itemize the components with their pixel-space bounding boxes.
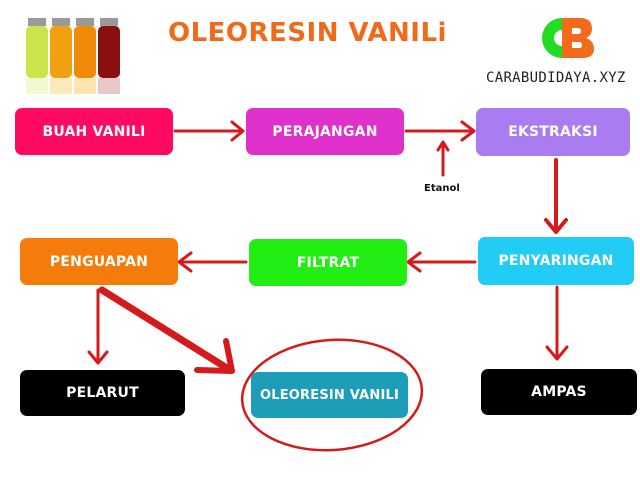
node-label: EKSTRAKSI [508,124,598,140]
node-label: AMPAS [531,384,587,400]
node-label: PENGUAPAN [49,253,149,270]
node-label: OLEORESIN VANILI [259,387,400,403]
node-filtrat: FILTRAT [249,239,407,286]
node-label: PERAJANGAN [272,123,378,140]
node-label: PELARUT [66,385,139,401]
node-label: FILTRAT [296,254,360,271]
page-title: OLEORESIN VANILi [168,18,447,48]
node-label: BUAH VANILI [42,123,146,140]
node-pelarut: PELARUT [20,370,185,416]
node-ampas: AMPAS [481,369,637,415]
node-buah-vanili: BUAH VANILI [15,108,173,155]
node-ekstraksi: EKSTRAKSI [476,108,630,156]
oil-bottles-image [26,18,120,94]
etanol-label: Etanol [424,183,460,194]
node-oleoresin-vanili: OLEORESIN VANILI [251,372,408,418]
node-penguapan: PENGUAPAN [20,238,178,285]
node-label: PENYARINGAN [498,253,614,269]
node-penyaringan: PENYARINGAN [478,237,634,285]
node-perajangan: PERAJANGAN [246,108,404,155]
brand-logo-icon [542,18,594,58]
brand-text: CARABUDIDAYA.XYZ [486,70,626,86]
